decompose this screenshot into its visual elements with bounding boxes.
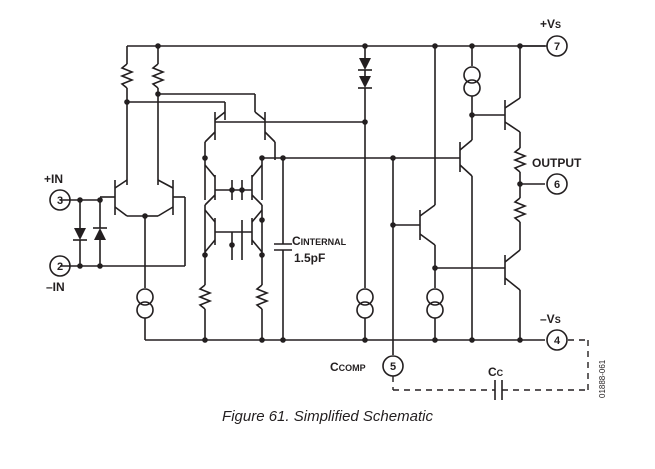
svg-text:2: 2: [57, 261, 63, 273]
internal-capacitor: [274, 158, 292, 340]
output-transistor-upper: [504, 46, 521, 148]
junction-dots: [77, 43, 523, 343]
output-transistor-lower: [504, 249, 521, 340]
pin-3-noninverting-input: 3 +IN: [44, 172, 71, 211]
mirror-resistor-right: [254, 255, 270, 340]
mirror-transistor-a: [204, 164, 216, 206]
protection-diode-left: [73, 200, 87, 266]
predriver-transistor: [440, 139, 473, 340]
pin-6-output: 6 OUTPUT: [532, 156, 582, 195]
driver-transistor: [419, 46, 436, 288]
input-load-resistor-right: [150, 46, 166, 185]
output-current-source: [463, 46, 481, 115]
svg-text:7: 7: [554, 41, 560, 53]
driver-current-source: [426, 288, 444, 340]
cascode-transistor-left: [204, 102, 226, 160]
svg-text:5: 5: [390, 361, 396, 373]
input-current-source: [136, 288, 154, 340]
svg-text:CCOMP: CCOMP: [330, 360, 366, 374]
svg-text:–VS: –VS: [540, 312, 561, 326]
pin-7-positive-supply: 7 +VS: [520, 17, 568, 57]
input-transistor-q2: [145, 179, 186, 266]
output-resistor-lower: [512, 197, 528, 250]
input-load-resistor-left: [119, 46, 135, 185]
protection-diode-right: [93, 200, 107, 266]
svg-text:+VS: +VS: [540, 17, 561, 31]
pin-2-inverting-input: 2 –IN: [46, 255, 71, 294]
svg-text:–IN: –IN: [46, 280, 65, 294]
external-capacitor-name: CC: [488, 365, 504, 379]
cascode-transistor-right: [254, 94, 276, 160]
figure-caption: Figure 61. Simplified Schematic: [222, 408, 433, 425]
input-transistor-q1: [100, 179, 145, 217]
external-capacitor-connection: [392, 339, 589, 400]
mirror-transistor-c: [204, 209, 216, 253]
svg-text:6: 6: [554, 179, 560, 191]
mirror-transistor-b: [251, 164, 263, 206]
mirror-transistor-d: [251, 209, 263, 253]
svg-text:+IN: +IN: [44, 172, 63, 186]
svg-text:OUTPUT: OUTPUT: [532, 156, 582, 170]
internal-capacitor-name: CINTERNAL: [292, 234, 347, 248]
svg-text:4: 4: [554, 335, 561, 347]
mirror-resistor-left: [197, 255, 213, 340]
pin-4-negative-supply: 4 –VS: [540, 312, 568, 351]
internal-capacitor-value: 1.5pF: [294, 251, 325, 265]
output-resistor-upper: [512, 147, 528, 198]
bias-diode-string: [358, 46, 372, 288]
svg-text:3: 3: [57, 195, 63, 207]
bias-current-source: [356, 288, 374, 340]
side-code: 01888-061: [598, 359, 607, 398]
pin-5-ccomp: 5 CCOMP: [330, 355, 404, 377]
